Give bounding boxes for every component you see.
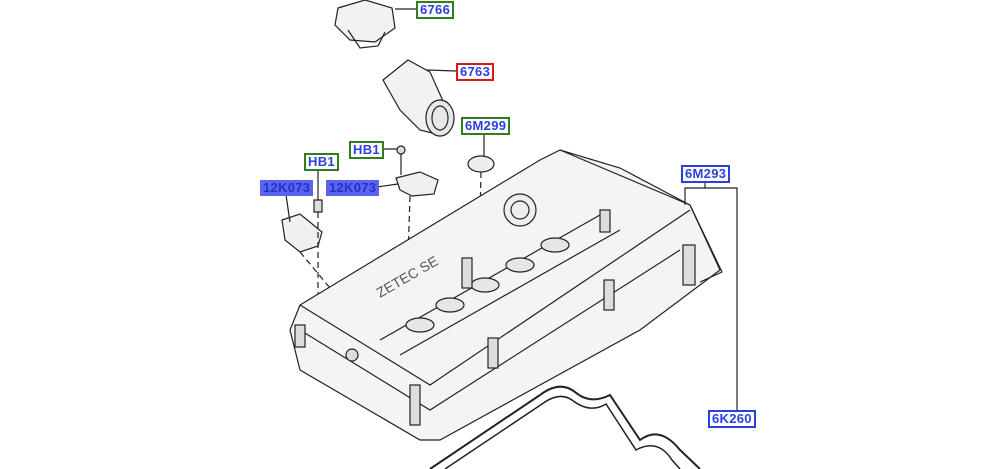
callout-6k260[interactable]: 6K260 [708, 410, 756, 428]
oil-filler-tube-drawing [382, 59, 457, 137]
callout-6766[interactable]: 6766 [416, 1, 455, 19]
callout-hb1-upper[interactable]: HB1 [349, 141, 384, 159]
callout-6763[interactable]: 6763 [456, 63, 495, 81]
oil-filler-cap-drawing [334, 0, 416, 49]
callout-12k073-right[interactable]: 12K073 [326, 180, 380, 196]
gasket-drawing [429, 385, 701, 469]
callout-12k073-left[interactable]: 12K073 [260, 180, 314, 196]
callout-6m293[interactable]: 6M293 [681, 165, 731, 183]
sensor-left-drawing [281, 213, 323, 253]
sensor-right-drawing [395, 171, 439, 197]
callout-6m299[interactable]: 6M299 [461, 117, 511, 135]
valve-cover-drawing: ZETEC SE [289, 149, 723, 441]
callout-hb1-left[interactable]: HB1 [304, 153, 339, 171]
plug-drawing [467, 155, 495, 173]
